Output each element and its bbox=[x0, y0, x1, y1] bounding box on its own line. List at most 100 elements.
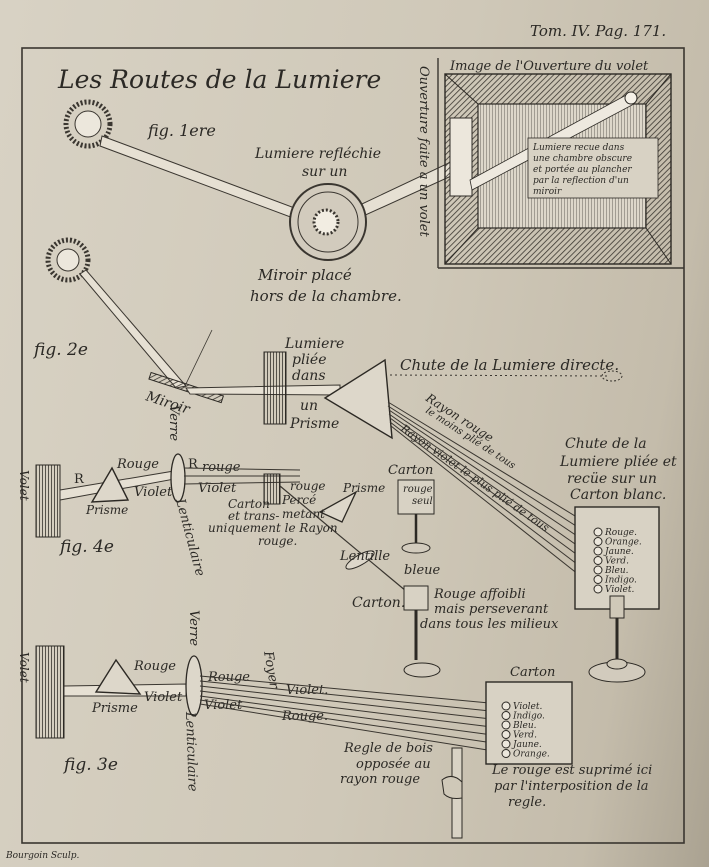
fig2-spectrum-fan bbox=[387, 401, 599, 591]
color-label: Verd. bbox=[605, 557, 629, 567]
color-spot bbox=[501, 749, 511, 758]
fig2-normal-line bbox=[184, 329, 213, 387]
engraver-credit: Bourgoin Sculp. bbox=[5, 851, 79, 861]
color-spot bbox=[593, 565, 603, 575]
color-spot bbox=[501, 739, 511, 749]
color-label: Jaune. bbox=[603, 547, 634, 557]
fig2-fall-3: recüe sur un bbox=[567, 471, 657, 487]
sun-icon bbox=[63, 99, 113, 149]
fig1-opening-label: Ouverture faite a un volet bbox=[416, 66, 431, 237]
color-label: Indigo. bbox=[512, 712, 545, 722]
fig4-affoibli-1: Rouge affoibli bbox=[433, 587, 526, 602]
fig4-final-card bbox=[403, 585, 429, 611]
fig3-rouge-2: Rouge bbox=[207, 670, 250, 685]
fig3-label: fig. 3e bbox=[62, 755, 118, 775]
fig4-perforated-card bbox=[263, 473, 281, 505]
fig4-rouge-3: rouge bbox=[290, 479, 325, 493]
fig2-fall-2: Lumiere pliée et bbox=[559, 454, 677, 470]
color-spot bbox=[593, 584, 603, 594]
fig4-r2: R bbox=[188, 457, 199, 472]
hand-icon bbox=[441, 776, 463, 799]
fig2-incident-ray bbox=[79, 269, 187, 389]
fig2-fall-1: Chute de la bbox=[565, 436, 647, 452]
fig4-bleue: bleue bbox=[404, 563, 441, 578]
color-label: Bleu. bbox=[512, 721, 537, 731]
color-label: Orange. bbox=[605, 538, 642, 548]
fig3-card bbox=[485, 681, 573, 765]
fig1-note-5: miroir bbox=[533, 187, 562, 197]
fig3: Volet Rouge Violet Prisme Verre Lenticul… bbox=[17, 610, 652, 839]
fig2-label: fig. 2e bbox=[32, 340, 88, 360]
color-label: Indigo. bbox=[604, 576, 637, 586]
color-spot bbox=[501, 730, 511, 739]
fig4-rouge-2: rouge bbox=[202, 460, 241, 475]
fig1-mirror bbox=[289, 183, 367, 261]
fig4-volet: Volet bbox=[17, 470, 31, 501]
color-label: Jaune. bbox=[511, 740, 542, 750]
fig1-mirror-label-1: Miroir placé bbox=[257, 266, 352, 284]
fig4-affoibli-2: mais perseverant bbox=[434, 602, 549, 617]
fig4-violet-2: Violet bbox=[198, 481, 237, 496]
fig3-regle-1: Regle de bois bbox=[343, 741, 433, 756]
fig2-bent-3: dans bbox=[292, 368, 326, 384]
fig3-volet: Volet bbox=[17, 652, 31, 683]
fig4-lenticulaire: Lenticulaire bbox=[172, 496, 207, 578]
fig3-verre: Verre bbox=[186, 610, 201, 646]
fig4-blue-lens bbox=[345, 550, 375, 570]
fig2-reflected-ray bbox=[185, 384, 341, 396]
fig1: fig. 1ere Lumiere refléchie sur un Miroi… bbox=[63, 58, 684, 305]
fig2-color-dots bbox=[593, 527, 603, 594]
fig2-bent-1: Lumiere bbox=[284, 336, 344, 352]
color-label: Verd. bbox=[513, 731, 537, 741]
fig1-note-1: Lumiere recue dans bbox=[532, 143, 625, 153]
fig3-violet-1: Violet bbox=[144, 690, 183, 705]
fig4-perce-1: Percé bbox=[281, 493, 316, 507]
fig2-direct-ray bbox=[389, 374, 609, 377]
fig3-regle-2: opposée au bbox=[356, 757, 431, 772]
fig3-lens bbox=[185, 655, 203, 717]
color-label: Rouge. bbox=[604, 528, 637, 538]
fig3-suppressed-2: par l'interposition de la bbox=[494, 779, 649, 794]
fig4-carton-3: uniquement le Rayon bbox=[208, 521, 338, 535]
fig3-suppressed-1: Le rouge est suprimé ici bbox=[491, 763, 652, 778]
color-spot bbox=[501, 711, 511, 720]
fig4-rouge-1: Rouge bbox=[116, 457, 159, 472]
plate-border bbox=[21, 47, 685, 844]
fig4-prism-2 bbox=[318, 490, 358, 523]
sun-icon bbox=[45, 237, 91, 283]
fig4-carton-small: Carton bbox=[388, 463, 433, 478]
fig4-shutter bbox=[35, 464, 61, 538]
fig3-regle-3: rayon rouge bbox=[340, 772, 420, 787]
fig1-note-2: une chambre obscure bbox=[533, 154, 632, 164]
tome-page-label: Tom. IV. Pag. 171. bbox=[530, 22, 666, 40]
fig4-carton-2: et trans- bbox=[228, 509, 279, 523]
fig1-note-4: par la reflection d'un bbox=[533, 176, 629, 186]
fig2-shutter bbox=[263, 351, 287, 425]
fig3-suppressed-3: regle. bbox=[508, 795, 546, 810]
fig4-small-card bbox=[397, 479, 435, 515]
fig1-image-title: Image de l'Ouverture du volet bbox=[449, 59, 649, 74]
fig4-prisme-1: Prisme bbox=[85, 503, 128, 517]
fig4-carton-3-label: Carton. bbox=[352, 595, 405, 611]
color-label: Violet. bbox=[605, 585, 634, 595]
fig4-perce-2: metant bbox=[282, 507, 325, 521]
dark-room bbox=[437, 58, 684, 269]
fig3-color-dots bbox=[501, 701, 511, 758]
fig4: Volet R Prisme Rouge Violet Verre Lentic… bbox=[17, 405, 559, 678]
fig3-carton: Carton bbox=[510, 665, 555, 680]
fig4-rouge-seul-2: seul bbox=[412, 496, 433, 507]
fig2-bent-2: pliée bbox=[292, 352, 327, 368]
color-spot bbox=[593, 575, 603, 584]
fig4-r1: R bbox=[74, 472, 85, 487]
color-spot bbox=[501, 701, 511, 711]
fig3-shutter bbox=[35, 645, 65, 739]
fig4-carton-4: rouge. bbox=[258, 534, 297, 548]
fig2-fall-4: Carton blanc. bbox=[570, 487, 666, 503]
fig4-carton-1: Carton bbox=[228, 497, 270, 511]
fig2-stand bbox=[588, 595, 646, 683]
fig2-prism-label: Prisme bbox=[289, 416, 339, 432]
fig3-lenticulaire: Lenticulaire bbox=[182, 711, 200, 792]
color-label: Bleu. bbox=[604, 566, 629, 576]
